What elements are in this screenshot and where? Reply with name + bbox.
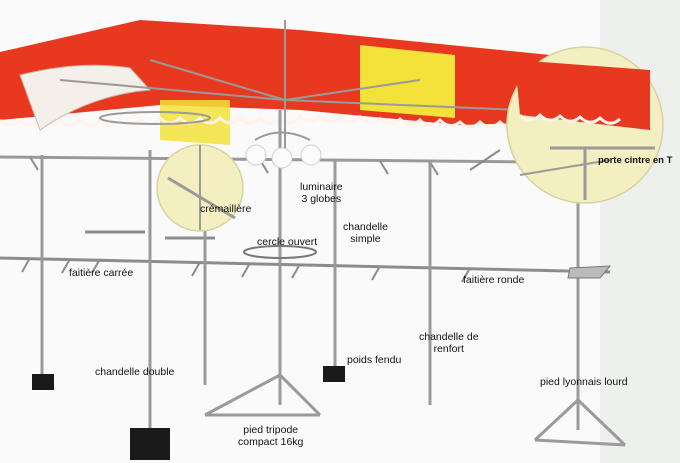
weight-poids-fendu [323, 366, 345, 382]
lyonnais-foot [533, 398, 627, 447]
tripod-foot [204, 373, 322, 417]
label-chandelle-renfort-line2: renfort [433, 343, 464, 355]
beam-hooks [21, 149, 501, 283]
label-chandelle-renfort: chandelle de renfort [419, 331, 479, 355]
label-porte-cintre: porte cintre en T [598, 155, 673, 166]
label-poids-fendu: poids fendu [347, 354, 402, 366]
cremaillere-callout [156, 144, 244, 232]
label-chandelle-simple-line2: simple [350, 233, 381, 245]
weight-double [130, 428, 170, 460]
label-pied-tripode-line1: pied tripode [243, 424, 299, 436]
label-luminaire: luminaire 3 globes [300, 181, 343, 205]
canopy-ribs [59, 20, 521, 150]
label-pied-tripode: pied tripode compact 16kg [238, 424, 303, 448]
label-chandelle-simple-line1: chandelle [343, 221, 388, 233]
canopy-flap [19, 64, 152, 131]
porte-cintre-callout [506, 46, 664, 204]
lamp-globes [245, 131, 322, 169]
cremaillere-bars [85, 230, 215, 240]
label-pied-lyonnais: pied lyonnais lourd [540, 376, 628, 388]
label-luminaire-line2: 3 globes [301, 193, 342, 205]
top-beam [0, 155, 541, 164]
label-pied-tripode-line2: compact 16kg [238, 436, 304, 448]
shelf-end [567, 265, 612, 279]
faitiere-beam [0, 256, 611, 274]
label-chandelle-simple: chandelle simple [343, 221, 388, 245]
label-cercle-ouvert: cercle ouvert [257, 236, 318, 248]
open-ring [243, 245, 317, 259]
label-chandelle-double: chandelle double [95, 366, 175, 378]
label-faitiere-ronde: faitière ronde [463, 274, 525, 286]
label-faitiere-carree: faitière carrée [69, 267, 134, 279]
label-luminaire-line1: luminaire [300, 181, 343, 193]
weight-left [32, 374, 54, 390]
label-cremaillere: crémaillère [200, 203, 252, 215]
label-chandelle-renfort-line1: chandelle de [419, 331, 479, 343]
